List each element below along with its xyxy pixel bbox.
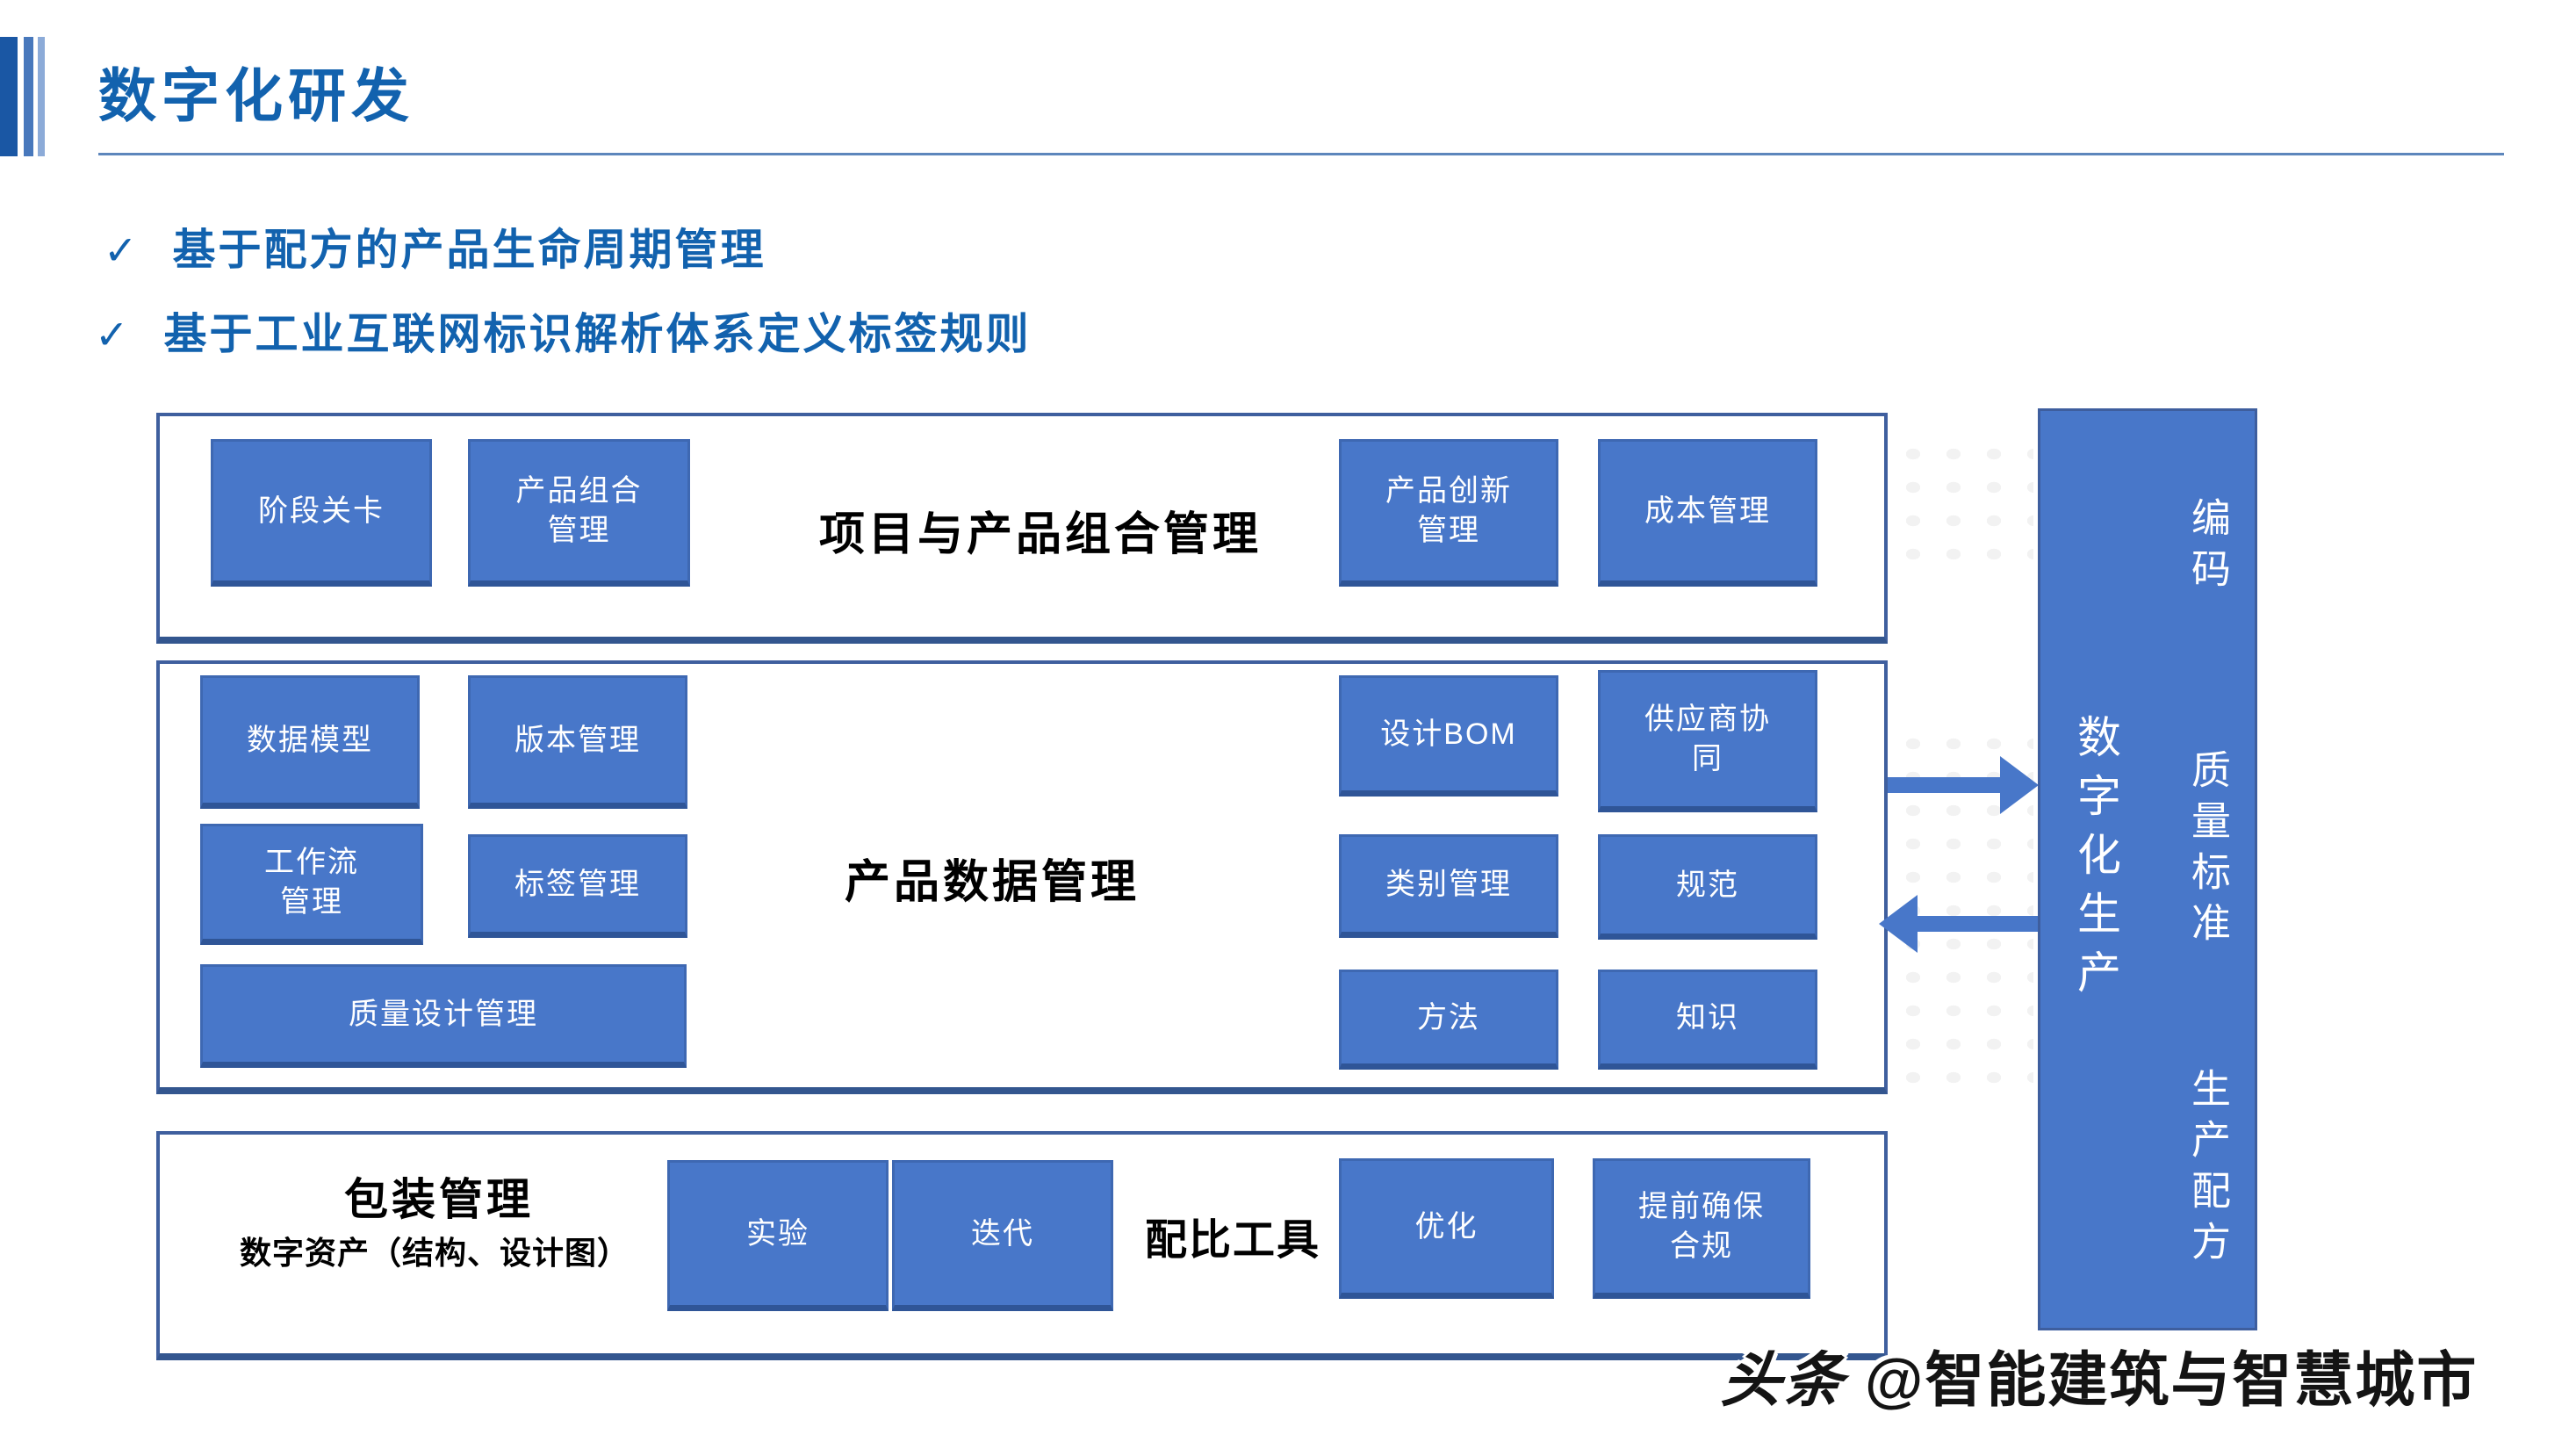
- section-portfolio-title: 项目与产品组合管理: [818, 509, 1262, 560]
- bullet-item-1: ✓ 基于配方的产品生命周期管理: [104, 225, 766, 276]
- box-iteration: 迭代: [892, 1160, 1113, 1311]
- bullet-text: 基于配方的产品生命周期管理: [172, 227, 766, 274]
- sidebar-item-production-recipe: 生产配方: [2185, 1068, 2230, 1272]
- digital-production-bar: 数字化生产 编码 质量标准 生产配方: [2038, 408, 2257, 1330]
- box-knowledge: 知识: [1598, 970, 1817, 1070]
- box-compliance: 提前确保 合规: [1593, 1158, 1810, 1299]
- box-cost-mgmt: 成本管理: [1598, 439, 1817, 587]
- sidebar-item-coding: 编码: [2185, 497, 2230, 599]
- dot-pattern-decoration: [1893, 437, 2033, 578]
- box-optimize: 优化: [1339, 1158, 1554, 1299]
- packaging-subtitle: 数字资产（结构、设计图）: [239, 1235, 630, 1271]
- box-design-bom: 设计BOM: [1339, 675, 1558, 797]
- watermark: 头条@智能建筑与智慧城市: [1718, 1331, 2479, 1418]
- section-pdm-title: 产品数据管理: [844, 857, 1140, 908]
- box-supplier-collab: 供应商协 同: [1598, 670, 1817, 812]
- arrow-from-production-icon: [1879, 895, 2039, 953]
- box-method: 方法: [1339, 970, 1558, 1070]
- box-spec: 规范: [1598, 834, 1817, 940]
- header-stripe-medium: [24, 37, 33, 156]
- box-experiment: 实验: [667, 1160, 889, 1311]
- checkmark-icon: ✓: [95, 312, 129, 357]
- arrow-shaft: [1888, 777, 2002, 793]
- box-data-model: 数据模型: [200, 675, 420, 809]
- title-underline: [98, 153, 2504, 155]
- ratio-tool-label: 配比工具: [1144, 1217, 1320, 1264]
- header-stripe-dark: [0, 37, 18, 156]
- digital-production-label: 数字化生产: [2071, 714, 2120, 1008]
- arrow-head: [1879, 895, 1918, 953]
- watermark-handle: @智能建筑与智慧城市: [1865, 1347, 2479, 1414]
- bullet-text: 基于工业互联网标识解析体系定义标签规则: [163, 311, 1032, 358]
- arrow-shaft: [1916, 916, 2039, 932]
- box-stage-gate: 阶段关卡: [211, 439, 432, 587]
- box-version-mgmt: 版本管理: [468, 675, 687, 809]
- box-category-mgmt: 类别管理: [1339, 834, 1558, 938]
- watermark-source: 头条: [1718, 1347, 1849, 1414]
- arrow-head: [2000, 756, 2039, 814]
- box-portfolio-mgmt: 产品组合 管理: [468, 439, 690, 587]
- box-label-mgmt: 标签管理: [468, 834, 687, 938]
- bullet-item-2: ✓ 基于工业互联网标识解析体系定义标签规则: [95, 309, 1032, 360]
- packaging-title: 包装管理: [344, 1175, 534, 1224]
- checkmark-icon: ✓: [104, 227, 138, 273]
- box-workflow-mgmt: 工作流 管理: [200, 824, 423, 945]
- sidebar-item-quality-standard: 质量标准: [2185, 749, 2230, 953]
- header-stripe-light: [38, 37, 45, 156]
- arrow-to-production-icon: [1888, 756, 2039, 814]
- box-quality-design: 质量设计管理: [200, 964, 687, 1068]
- page-title: 数字化研发: [98, 63, 414, 128]
- box-product-innovation: 产品创新 管理: [1339, 439, 1558, 587]
